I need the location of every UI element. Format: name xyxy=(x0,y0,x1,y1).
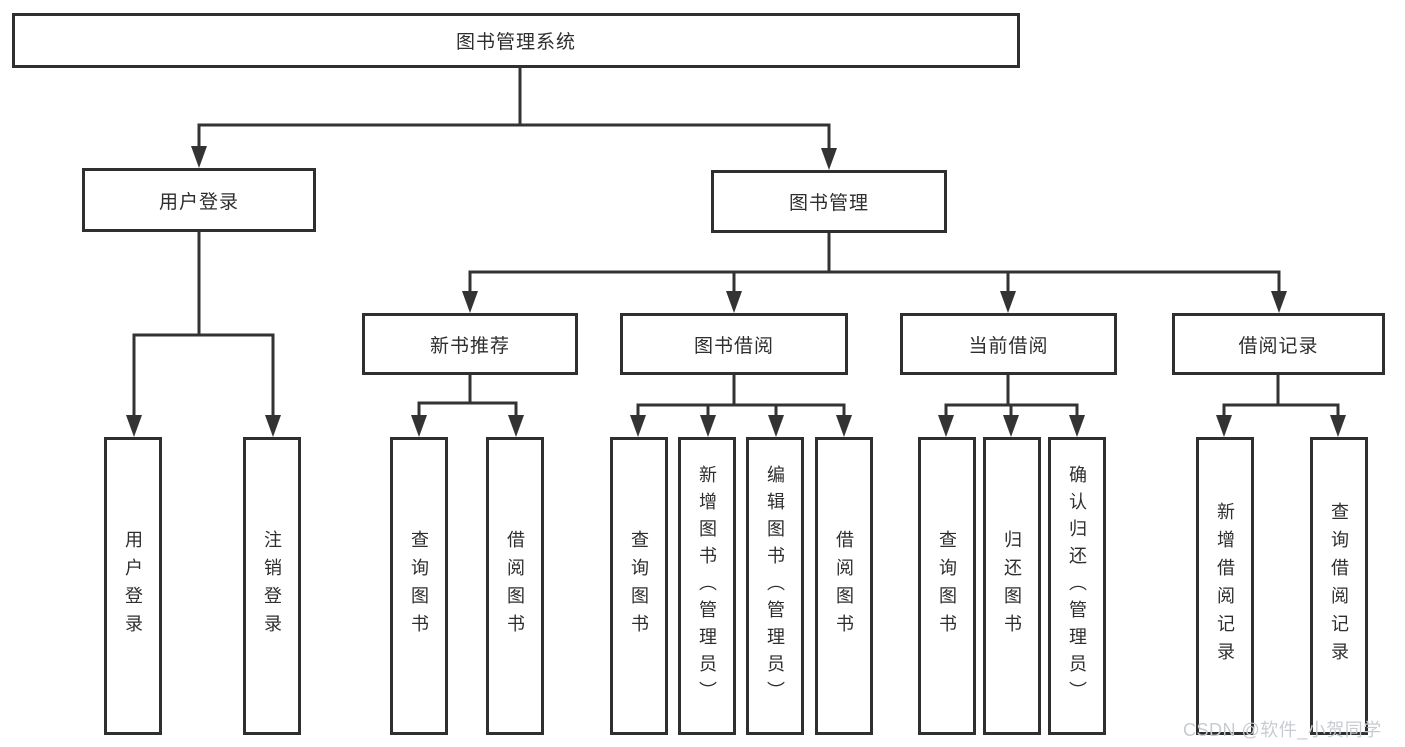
leaf-return-books: 归还图书 xyxy=(983,437,1041,735)
arrowhead-icon xyxy=(836,415,852,437)
arrowhead-icon xyxy=(462,291,478,313)
leaf-add-borrow-record-label: 新增借阅记录 xyxy=(1215,502,1235,670)
leaf-add-borrow-record: 新增借阅记录 xyxy=(1196,437,1254,735)
leaf-query-books-recommend: 查询图书 xyxy=(390,437,448,735)
node-book-borrow: 图书借阅 xyxy=(620,313,848,375)
node-book-borrow-label: 图书借阅 xyxy=(693,335,774,357)
leaf-return-books-label: 归还图书 xyxy=(1002,530,1022,642)
arrowhead-icon xyxy=(411,415,427,437)
arrowhead-icon xyxy=(938,415,954,437)
leaf-borrow-books-label: 借阅图书 xyxy=(834,530,854,642)
arrowhead-icon xyxy=(1069,415,1085,437)
leaf-confirm-return-admin-label: 确认归还（管理员） xyxy=(1067,464,1087,708)
arrowhead-icon xyxy=(191,146,207,168)
node-user-login-label: 用户登录 xyxy=(158,191,239,213)
arrowhead-icon xyxy=(1216,415,1232,437)
node-new-book-recommend: 新书推荐 xyxy=(362,313,578,375)
arrowhead-icon xyxy=(1000,291,1016,313)
leaf-query-books-current: 查询图书 xyxy=(918,437,976,735)
leaf-confirm-return-admin: 确认归还（管理员） xyxy=(1048,437,1106,735)
csdn-watermark: CSDN @软件_小贺同学 xyxy=(1183,720,1382,740)
node-root-system: 图书管理系统 xyxy=(12,13,1020,68)
leaf-add-book-admin-label: 新增图书（管理员） xyxy=(697,464,717,708)
arrowhead-icon xyxy=(700,415,716,437)
node-borrow-records-label: 借阅记录 xyxy=(1238,335,1319,357)
leaf-edit-book-admin: 编辑图书（管理员） xyxy=(746,437,804,735)
arrowhead-icon xyxy=(1003,415,1019,437)
node-current-borrow-label: 当前借阅 xyxy=(968,335,1049,357)
arrowhead-icon xyxy=(1330,415,1346,437)
node-new-book-recommend-label: 新书推荐 xyxy=(429,335,510,357)
leaf-logout-label: 注销登录 xyxy=(262,530,282,642)
arrowhead-icon xyxy=(126,415,142,437)
arrowhead-icon xyxy=(821,148,837,170)
arrowhead-icon xyxy=(508,415,524,437)
leaf-user-login-label: 用户登录 xyxy=(123,530,143,642)
leaf-edit-book-admin-label: 编辑图书（管理员） xyxy=(765,464,785,708)
leaf-add-book-admin: 新增图书（管理员） xyxy=(678,437,736,735)
leaf-borrow-books-recommend-label: 借阅图书 xyxy=(505,530,525,642)
leaf-query-books-current-label: 查询图书 xyxy=(937,530,957,642)
leaf-query-books-borrow: 查询图书 xyxy=(610,437,668,735)
node-current-borrow: 当前借阅 xyxy=(900,313,1117,375)
node-user-login: 用户登录 xyxy=(82,168,316,232)
node-borrow-records: 借阅记录 xyxy=(1172,313,1385,375)
arrowhead-icon xyxy=(630,415,646,437)
leaf-query-books-recommend-label: 查询图书 xyxy=(409,530,429,642)
leaf-query-borrow-record-label: 查询借阅记录 xyxy=(1329,502,1349,670)
leaf-query-books-borrow-label: 查询图书 xyxy=(629,530,649,642)
arrowhead-icon xyxy=(726,291,742,313)
node-book-management-label: 图书管理 xyxy=(788,193,869,214)
leaf-query-borrow-record: 查询借阅记录 xyxy=(1310,437,1368,735)
arrowhead-icon xyxy=(265,415,281,437)
arrowhead-icon xyxy=(768,415,784,437)
leaf-borrow-books: 借阅图书 xyxy=(815,437,873,735)
leaf-user-login: 用户登录 xyxy=(104,437,162,735)
arrowhead-icon xyxy=(1271,291,1287,313)
node-root-system-label: 图书管理系统 xyxy=(455,32,576,53)
node-book-management: 图书管理 xyxy=(711,170,947,233)
leaf-borrow-books-recommend: 借阅图书 xyxy=(486,437,544,735)
leaf-logout: 注销登录 xyxy=(243,437,301,735)
